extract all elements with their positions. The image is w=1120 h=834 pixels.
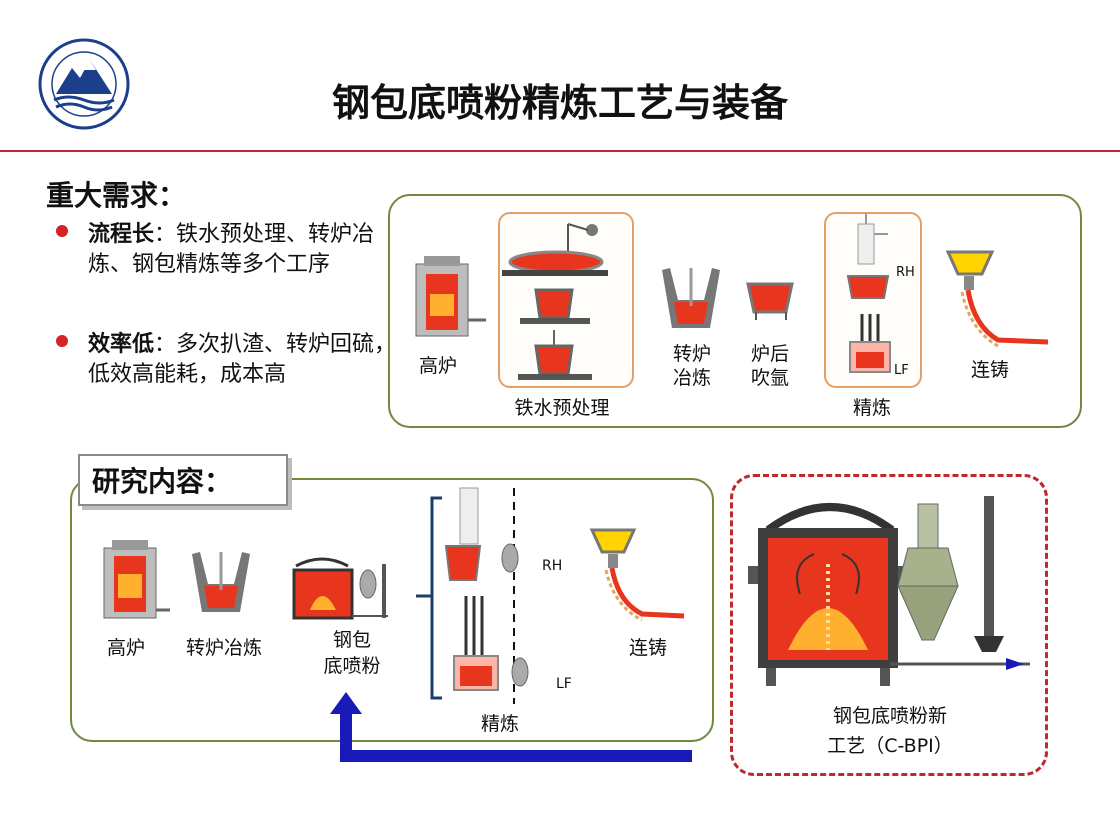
need-text: ：多次扒渣、转炉回硫，低效高能耗，成本高	[88, 332, 397, 387]
bullet-dot-icon	[56, 335, 68, 347]
label-refining: 精炼	[481, 713, 519, 735]
need-term: 流程长	[88, 222, 155, 247]
rh-degasser-icon	[444, 487, 519, 581]
page-title: 钢包底喷粉精炼工艺与装备	[331, 81, 788, 125]
cbpi-label-line1: 钢包底喷粉新	[832, 705, 947, 727]
label-rh: RH	[542, 558, 562, 574]
torpedo-car-icon	[502, 223, 608, 276]
label-rh: RH	[896, 265, 915, 280]
ladle-icon	[518, 330, 592, 380]
label-lf: LF	[556, 676, 572, 692]
branch-bracket	[430, 496, 442, 700]
ladle-cross-section-icon	[748, 503, 908, 686]
cbpi-ladle-diagram	[748, 496, 1030, 686]
label-lf: LF	[894, 363, 909, 378]
ladle-icon	[520, 288, 590, 324]
need-text: ：铁水预处理、转炉冶炼、钢包精炼等多个工序	[88, 222, 375, 277]
ladle-powder-injection-icon	[292, 557, 388, 620]
lf-furnace-icon	[849, 314, 891, 373]
need-term: 效率低	[88, 332, 155, 357]
lf-furnace-icon	[453, 596, 529, 691]
continuous-caster-icon	[945, 250, 1049, 348]
blast-furnace-icon	[415, 256, 486, 337]
need-item-2: 效率低：多次扒渣、转炉回硫，低效高能耗，成本高	[56, 330, 408, 390]
need-item-1: 流程长：铁水预处理、转炉冶炼、钢包精炼等多个工序	[56, 220, 408, 280]
blast-furnace-icon	[103, 540, 170, 619]
converter-icon	[192, 552, 250, 612]
cbpi-label-line2: 工艺（C-BPI）	[827, 735, 953, 757]
label-pretreatment: 铁水预处理	[514, 397, 609, 419]
research-heading: 研究内容：	[92, 465, 233, 498]
rh-degasser-icon	[846, 214, 890, 299]
return-arrow-icon	[330, 692, 692, 762]
argon-ladle-icon	[746, 282, 794, 320]
label-ladle-2: 底喷粉	[323, 655, 380, 677]
research-heading-box	[78, 454, 288, 506]
research-process-diagram: 高炉 转炉冶炼 钢包 底喷粉 RH LF 精炼 连铸	[103, 487, 685, 735]
label-converter: 转炉冶炼	[186, 637, 262, 659]
conventional-process-diagram: 高炉 铁水预处理 转炉 冶炼 炉后 吹氩 精炼 RH LF 连铸	[415, 214, 1049, 419]
bullet-dot-icon	[56, 225, 68, 237]
converter-icon	[662, 268, 720, 328]
continuous-caster-icon	[589, 528, 685, 622]
label-casting: 连铸	[629, 637, 667, 659]
title-divider	[0, 150, 1120, 152]
label-argon-2: 吹氩	[751, 367, 789, 389]
needs-heading: 重大需求：	[46, 179, 187, 212]
label-casting: 连铸	[971, 359, 1009, 381]
label-converter-2: 冶炼	[673, 367, 711, 389]
label-ladle-1: 钢包	[333, 629, 371, 651]
powder-dispenser-icon	[890, 496, 1030, 670]
label-argon-1: 炉后	[751, 343, 789, 365]
label-blast-furnace: 高炉	[419, 355, 457, 377]
label-refining: 精炼	[853, 397, 891, 419]
research-panel	[70, 478, 714, 742]
university-seal-icon	[38, 38, 130, 130]
label-blast-furnace: 高炉	[107, 637, 145, 659]
label-converter-1: 转炉	[673, 343, 711, 365]
